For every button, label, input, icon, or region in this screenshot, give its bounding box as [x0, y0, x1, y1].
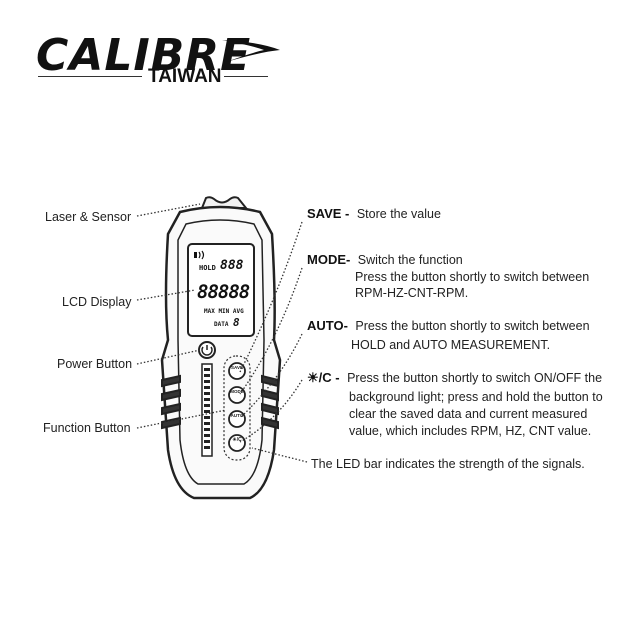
note-light-desc1: Press the button shortly to switch ON/OF…	[347, 371, 603, 385]
save-button[interactable]: SAVE	[228, 365, 246, 370]
lcd-data-digit: 8	[233, 316, 240, 329]
logo-rule-right	[224, 76, 268, 77]
lcd-data-label: DATA	[214, 321, 229, 328]
save-button-label: SAVE	[231, 365, 243, 370]
note-auto-desc1: Press the button shortly to switch betwe…	[355, 319, 590, 333]
leader-light	[239, 379, 303, 443]
note-light: ☀/C - Press the button shortly to switch…	[307, 369, 627, 439]
logo-rule-left	[38, 76, 142, 77]
mode-button[interactable]: MODE	[228, 389, 246, 394]
note-mode-desc3: RPM-HZ-CNT-RPM.	[355, 286, 469, 300]
note-led-bar: The LED bar indicates the strength of th…	[311, 457, 585, 471]
leader-power	[136, 349, 201, 365]
leader-function	[136, 409, 227, 429]
brand-name: CALIBRE	[36, 30, 252, 81]
note-save-key: SAVE -	[307, 206, 350, 221]
label-laser-sensor: Laser & Sensor	[45, 210, 132, 224]
note-mode-desc1: Switch the function	[357, 253, 463, 267]
tachometer-device	[160, 196, 282, 500]
leader-save	[239, 221, 303, 373]
brand-subtitle: TAIWAN	[148, 66, 222, 87]
leader-auto	[239, 333, 303, 419]
leader-lcd	[136, 289, 196, 301]
auto-button[interactable]: AUTO	[228, 413, 246, 418]
lcd-small-digits: 888	[220, 258, 244, 273]
note-auto: AUTO- Press the button shortly to switch…	[307, 317, 627, 353]
swoosh-icon	[222, 40, 280, 62]
lcd-stats: MAX MIN AVG	[204, 308, 244, 315]
laser-signal-icon	[194, 250, 205, 260]
note-mode-key: MODE-	[307, 252, 351, 267]
leader-laser	[136, 203, 201, 217]
note-mode-desc2: Press the button shortly to switch betwe…	[355, 270, 590, 284]
note-auto-key: AUTO-	[307, 318, 348, 333]
light-clear-button-label: ☀/C	[232, 437, 242, 443]
note-light-desc2: background light; press and hold the but…	[349, 390, 603, 404]
note-save: SAVE - Store the value	[307, 205, 441, 223]
leader-led	[251, 447, 308, 463]
device-button-labels: SAVE MODE AUTO ☀/C	[228, 362, 246, 452]
note-light-key: ☀/C -	[307, 370, 340, 385]
leader-mode	[239, 267, 303, 395]
lcd-hold-label: HOLD	[199, 264, 216, 272]
label-function-button: Function Button	[43, 421, 131, 435]
light-clear-button[interactable]: ☀/C	[228, 437, 246, 443]
label-lcd-display: LCD Display	[62, 295, 132, 309]
note-save-desc: Store the value	[356, 207, 441, 221]
auto-button-label: AUTO	[230, 413, 244, 418]
brand-logo: CALIBRE TAIWAN	[34, 28, 284, 90]
note-mode: MODE- Switch the function Press the butt…	[307, 251, 627, 301]
note-light-desc3: clear the saved data and current measure…	[349, 407, 588, 421]
note-light-desc4: value, which includes RPM, HZ, CNT value…	[349, 424, 592, 438]
mode-button-label: MODE	[230, 389, 244, 394]
lcd-screen: HOLD 888 88888 MAX MIN AVG DATA 8	[190, 246, 252, 332]
lcd-main-digits: 88888	[197, 281, 250, 303]
label-power-button: Power Button	[57, 357, 133, 371]
note-auto-desc2: HOLD and AUTO MEASUREMENT.	[351, 338, 551, 352]
